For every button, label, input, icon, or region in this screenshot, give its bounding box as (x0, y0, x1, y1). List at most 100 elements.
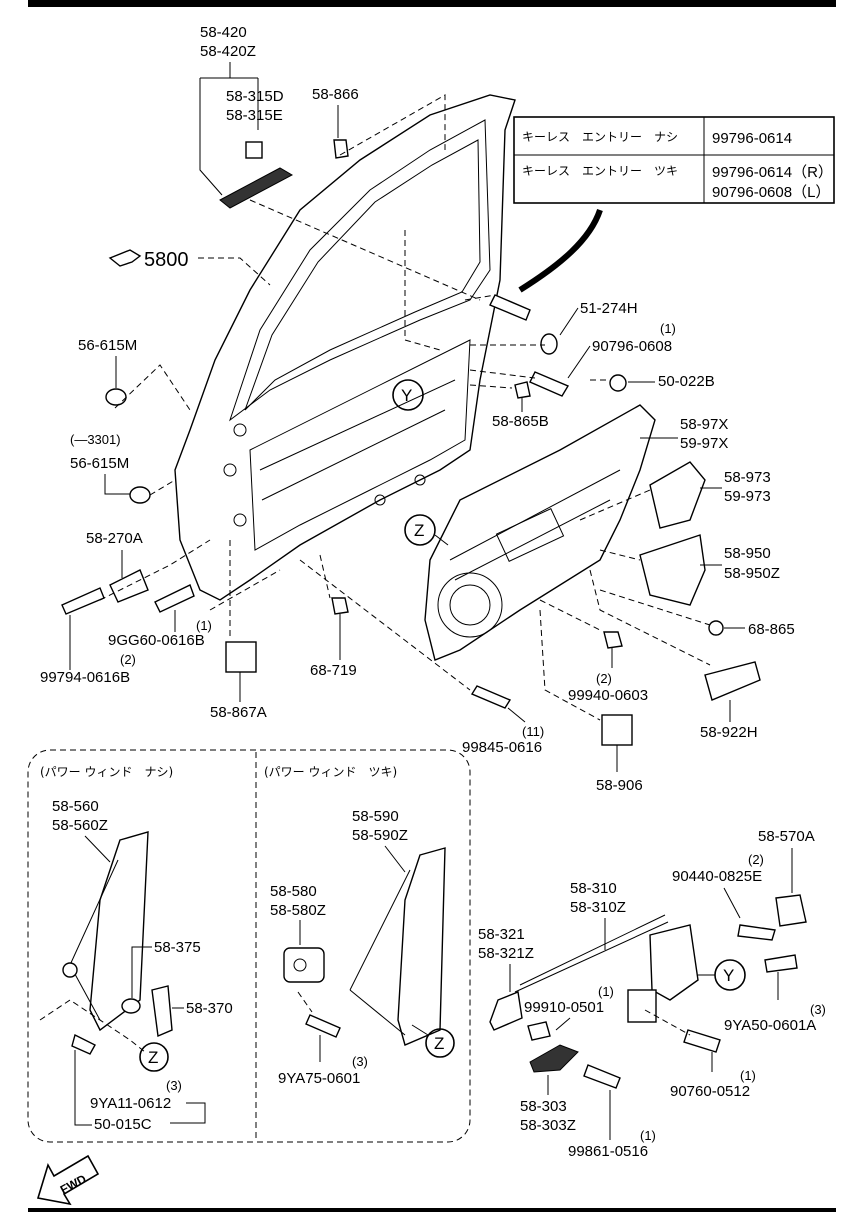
table-pointer-arrow (518, 208, 603, 293)
label-58-560: 58-560 (52, 798, 99, 815)
clip-50-022b (609, 374, 627, 392)
panel-left-title: (パワー ウィンド ナシ) (40, 765, 173, 779)
callout-z-right-text: Z (434, 1034, 444, 1053)
nut-99940 (603, 631, 623, 649)
callout-z-upper-text: Z (414, 521, 424, 540)
label-58-303z: 58-303Z (520, 1117, 576, 1134)
label-58-321: 58-321 (478, 926, 525, 943)
screw-99845 (470, 685, 512, 709)
lock-knob-58-321 (489, 991, 523, 1031)
bolt-51-274h (489, 294, 531, 321)
label-58-866: 58-866 (312, 86, 359, 103)
label-58-315d: 58-315D (226, 88, 284, 105)
label-58-922h: 58-922H (700, 724, 758, 741)
top-rule (28, 0, 836, 7)
qty-90796: (1) (660, 321, 676, 336)
label-90440-0825e: 90440-0825E (672, 868, 762, 885)
label-99794-0616b: 99794-0616B (40, 669, 130, 686)
label-58-580z: 58-580Z (270, 902, 326, 919)
screw-90760 (683, 1029, 721, 1053)
window-handle-58-370 (151, 985, 173, 1038)
table-row-2-part-l: 90796-0608（L） (712, 184, 830, 201)
panel-right-title: (パワー ウィンド ツキ) (264, 765, 397, 779)
door-shell (174, 94, 516, 601)
callout-y-upper-text: Y (401, 386, 412, 405)
label-9gg60-0616b: 9GG60-0616B (108, 632, 205, 649)
label-9ya11-0612: 9YA11-0612 (90, 1095, 171, 1112)
label-99845-0616: 99845-0616 (462, 739, 542, 756)
screw-99861 (583, 1064, 621, 1089)
qty-99845: (11) (522, 724, 544, 739)
label-58-906: 58-906 (596, 777, 643, 794)
washer-58-375 (121, 998, 141, 1014)
label-58-420z: 58-420Z (200, 43, 256, 60)
label-90760-0512: 90760-0512 (670, 1083, 750, 1100)
clip-68-865 (708, 620, 724, 636)
label-58-321z: 58-321Z (478, 945, 534, 962)
bolt-90796 (529, 371, 570, 397)
label-58-97x: 58-97X (680, 416, 728, 433)
label-58-950: 58-950 (724, 545, 771, 562)
bolt-99794 (61, 587, 105, 615)
qty-99861: (1) (640, 1128, 656, 1143)
label-9ya50-0601a: 9YA50-0601A (724, 1017, 816, 1034)
label-56-615m-b: 56-615M (70, 455, 129, 472)
outer-handle (219, 167, 294, 209)
screw-99910 (527, 1021, 551, 1041)
qty-9ya75: (3) (352, 1054, 368, 1069)
label-58-973: 58-973 (724, 469, 771, 486)
label-58-865b: 58-865B (492, 413, 549, 430)
qty-9gg60: (1) (196, 618, 212, 633)
bolt-9gg60 (154, 584, 195, 613)
label-58-950z: 58-950Z (724, 565, 780, 582)
label-58-310z: 58-310Z (570, 899, 626, 916)
label-9ya75-0601: 9YA75-0601 (278, 1070, 360, 1087)
grommet-56-615m-upper (105, 388, 127, 406)
clip-68-719 (331, 597, 349, 615)
bezel-58-922h (704, 661, 761, 701)
fwd-arrow (36, 1154, 100, 1206)
door-lock-assembly (627, 924, 699, 1023)
screw-90440 (737, 924, 776, 941)
clip-58-865b (514, 381, 531, 399)
cover-58-973 (649, 461, 706, 529)
qty-99794: (2) (120, 652, 136, 667)
qty-9ya50: (3) (810, 1002, 826, 1017)
label-5800: 5800 (144, 249, 189, 271)
label-58-590: 58-590 (352, 808, 399, 825)
label-58-867a: 58-867A (210, 704, 267, 721)
callout-y-upper (392, 379, 424, 411)
qty-9ya11: (3) (166, 1078, 182, 1093)
manual-regulator (62, 831, 149, 1032)
table-row-1-part: 99796-0614 (712, 130, 792, 147)
qty-90440: (2) (748, 852, 764, 867)
plate-58-906 (601, 714, 633, 746)
callout-z-upper (404, 514, 436, 546)
hinge-58-867a (225, 641, 257, 673)
label-68-865: 68-865 (748, 621, 795, 638)
label-58-590z: 58-590Z (352, 827, 408, 844)
label-99861-0516: 99861-0516 (568, 1143, 648, 1160)
bottom-rule (28, 1208, 836, 1212)
callout-z-left-text: Z (148, 1048, 158, 1067)
table-row-2-part-r: 99796-0614（R） (712, 164, 833, 181)
label-58-570a: 58-570A (758, 828, 815, 845)
lock-rods (514, 914, 669, 993)
table-row-1-desc: キーレス エントリー ナシ (522, 130, 678, 144)
label-59-973: 59-973 (724, 488, 771, 505)
label-99910-0501: 99910-0501 (524, 999, 604, 1016)
door-reference-icon (108, 249, 142, 267)
label-58-370: 58-370 (186, 1000, 233, 1017)
inner-handle-58-303 (529, 1044, 579, 1073)
keyless-entry-table: キーレス エントリー ナシ 99796-0614 キーレス エントリー ツキ 9… (513, 116, 835, 204)
label-99940-0603: 99940-0603 (568, 687, 648, 704)
table-row-2-desc: キーレス エントリー ツキ (522, 164, 678, 178)
label-range-note: (—3301) (70, 432, 121, 447)
grommet-56-615m-lower (129, 486, 151, 504)
screw-9ya75 (305, 1014, 341, 1038)
handle-base (245, 141, 263, 159)
speaker-cover-58-950 (639, 534, 706, 606)
screw-9ya11 (71, 1033, 96, 1055)
label-51-274h: 51-274H (580, 300, 638, 317)
